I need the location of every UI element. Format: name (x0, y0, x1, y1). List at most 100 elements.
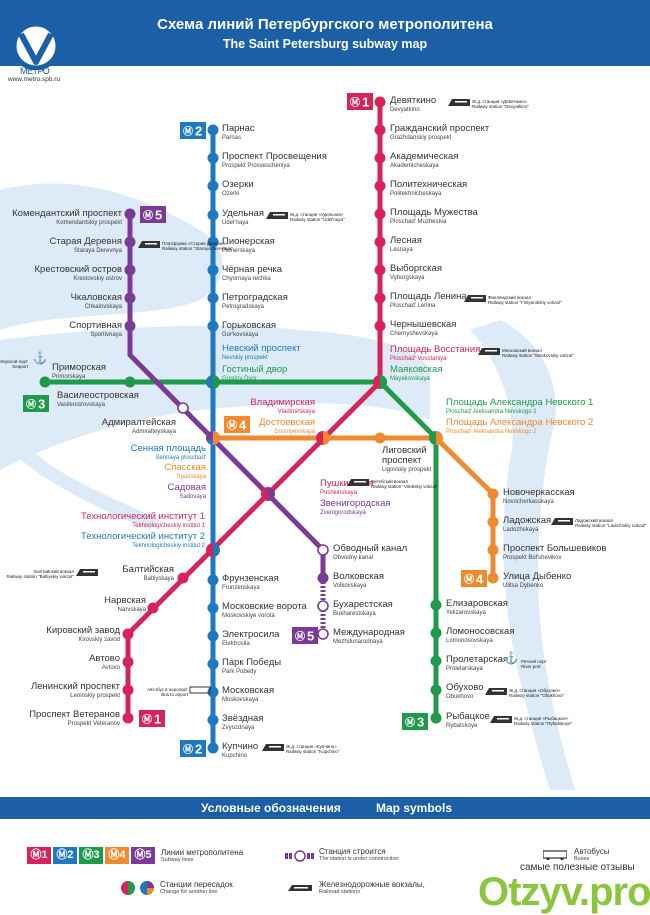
station-name-ru: Василеостровская (57, 390, 139, 401)
metro-m-icon: Ⓜ (143, 209, 153, 222)
annotation-ru: Автобус в аэропорт (147, 687, 188, 692)
legend-bus-text: Автобусы Buses (574, 847, 610, 862)
station-marker (207, 292, 219, 304)
metro-logo-icon (11, 21, 61, 71)
station-name-ru: Технологический институт 1 (81, 511, 205, 522)
legend-construction-text: Станция строится The station is under co… (319, 847, 399, 862)
station-name-ru: Парнас (222, 123, 255, 134)
station-marker (207, 124, 219, 136)
station-name-ru: Достоевская (259, 417, 315, 428)
station-name-en: Ploschad' Aleksandra Nevskogo 2 (446, 429, 537, 435)
metro-m-icon: Ⓜ (26, 398, 36, 411)
annotation-ru: Ладожский вокзал (575, 517, 613, 523)
station-name-en: Tekhnologicheskiy institut 2 (132, 543, 205, 549)
station-name-en: Volkovskaya (333, 583, 367, 589)
station-under-construction-marker (317, 544, 329, 556)
station-name-en: Tekhnologicheskiy institut 1 (132, 523, 205, 529)
interchange-marker (261, 487, 275, 501)
station-name-en: Obvodny kanal (333, 555, 373, 561)
annotation-ru: Платформа «Старая Деревня» (162, 241, 228, 246)
line-number: 5 (307, 629, 314, 644)
legend-lines-en: Subway lines (161, 857, 194, 863)
annotation-ru: Балтийский вокзал (34, 568, 74, 574)
station-marker (177, 572, 189, 584)
station-name-ru: Академическая (390, 151, 458, 162)
station-name-ru: Технологический институт 2 (81, 531, 205, 542)
station-name-en: Novocherkasskaya (503, 499, 554, 505)
station-name-en: Prospekt Veteranov (68, 721, 120, 727)
station-label: Технологический институт 1Tekhnologiches… (81, 511, 206, 529)
station-markers (39, 96, 499, 754)
station-name-en: Ozerki (222, 191, 239, 197)
annotation-en: Railway station "Baltiyskiy vokzal" (7, 574, 75, 579)
station-name-en: Avtovo (102, 665, 121, 671)
interchange-marker (373, 375, 387, 389)
station-marker (124, 208, 136, 220)
watermark-brand[interactable]: Otzyv.pro (478, 870, 650, 914)
logo-word: МЕТРО (20, 66, 50, 76)
station-name-en: Lomonosovskaya (446, 638, 493, 644)
legend-construction-icon (285, 850, 315, 864)
station-marker (374, 180, 386, 192)
station-name-en: Prospekt Bol'shevikov (503, 555, 562, 561)
interchange-marker (206, 543, 220, 557)
annotation-ru: Ж.д. станция «Девяткино» (472, 99, 528, 104)
station-under-construction-marker (317, 600, 329, 612)
metro-logo[interactable] (10, 21, 62, 75)
line-number: 5 (155, 208, 162, 223)
station-under-construction-marker (317, 628, 329, 640)
legend-badge-line-1: Ⓜ1 (27, 847, 51, 864)
annotation-en: Railway station "Kupchino" (286, 749, 340, 754)
station-name-ru: Новочеркасская (503, 487, 575, 498)
station-name-ru: Балтийская (122, 564, 174, 575)
station-name-en: Udel'naya (222, 220, 249, 226)
station-name-ru: Проспект Просвещения (222, 151, 327, 162)
metro-m-icon: Ⓜ (142, 713, 152, 726)
station-name-ru: Кировский завод (46, 625, 120, 636)
interchange-marker (206, 375, 220, 389)
station-name-en: Vyborgskaya (390, 275, 425, 281)
metro-m-icon: Ⓜ (464, 573, 474, 586)
station-name-en: Yelizarovskaya (446, 610, 486, 616)
interchange-marker (206, 431, 220, 445)
train-annotation: Ж.д. станция «Удельная»Railway station "… (266, 212, 345, 222)
station-marker (147, 602, 159, 614)
station-name-en: Devyatkino (390, 107, 420, 113)
train-annotation: Ж.д. станция «Купчино»Railway station "K… (262, 744, 340, 754)
station-name-en: Komendantskiy prospekt (56, 220, 122, 226)
station-name-en: Krestovskiy ostrov (73, 276, 122, 282)
legend-bus-ru: Автобусы (574, 847, 610, 856)
metro-m-icon: Ⓜ (183, 125, 193, 138)
station-name-ru: Рыбацкое (446, 711, 490, 722)
legend-title-en: Map symbols (376, 801, 453, 815)
legend-lines-ru: Линии метрополитена (161, 848, 244, 857)
anchor-icon: ⚓ (33, 351, 48, 365)
line-number: 3 (417, 715, 424, 730)
website-link[interactable]: www.metro.spb.ru (8, 76, 61, 83)
station-name-ru: Автово (89, 653, 120, 664)
station-marker (430, 599, 442, 611)
station-name-en: Gostiny Dvor (222, 376, 257, 382)
legend-title-ru: Условные обозначения (201, 801, 341, 815)
